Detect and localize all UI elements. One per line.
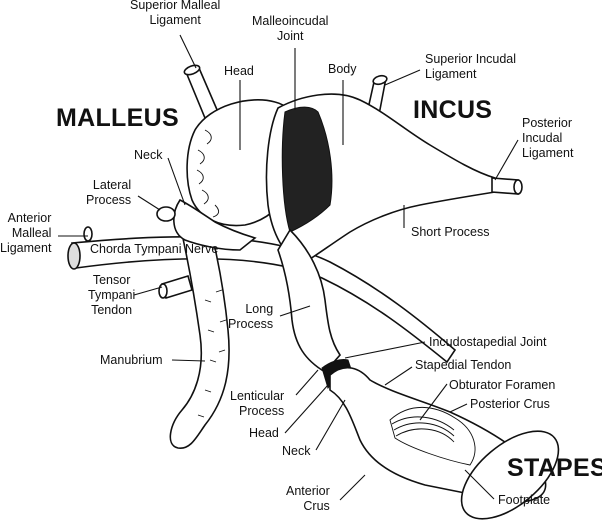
label-line: Tendon <box>91 303 133 317</box>
label-line: Joint <box>277 29 304 43</box>
label-superior-incudal-ligament: Superior Incudal Ligament <box>425 52 516 82</box>
label-line: Ligament <box>149 13 201 27</box>
label-footplate: Footplate <box>498 493 551 507</box>
label-stapedial-tendon: Stapedial Tendon <box>415 358 512 372</box>
label-obturator-foramen: Obturator Foramen <box>449 378 556 392</box>
incus-title: INCUS <box>413 96 493 124</box>
label-short-process: Short Process <box>411 225 490 239</box>
label-line: Process <box>228 317 274 331</box>
label-malleoincudal-joint: Malleoincudal Joint <box>252 14 328 44</box>
label-malleus-neck: Neck <box>134 148 163 162</box>
label-anterior-malleal-ligament: Anterior Malleal Ligament <box>0 211 51 256</box>
label-line: Process <box>86 193 132 207</box>
label-incudostapedial-joint: Incudostapedial Joint <box>429 335 547 349</box>
label-anterior-crus: Anterior Crus <box>286 484 330 514</box>
label-line: Long <box>245 302 274 316</box>
label-line: Superior Incudal <box>425 52 517 66</box>
label-line: Superior Malleal <box>130 0 221 12</box>
label-manubrium: Manubrium <box>100 353 163 367</box>
label-stapes-neck: Neck <box>282 444 311 458</box>
label-line: Lateral <box>92 178 132 192</box>
label-lenticular-process: Lenticular Process <box>230 389 284 419</box>
label-superior-malleal-ligament: Superior Malleal Ligament <box>130 0 220 28</box>
label-posterior-crus: Posterior Crus <box>470 397 550 411</box>
label-line: Incudal <box>522 131 563 145</box>
label-malleus-head: Head <box>224 64 254 78</box>
label-chorda-tympani-nerve: Chorda Tympani Nerve <box>90 242 219 256</box>
label-line: Lenticular <box>230 389 285 403</box>
label-line: Anterior <box>286 484 330 498</box>
leader-lines <box>58 34 519 501</box>
label-line: Ligament <box>522 146 574 160</box>
stapes-drawing <box>329 366 560 520</box>
label-line: Anterior <box>7 211 52 225</box>
label-line: Crus <box>303 499 330 513</box>
label-lateral-process: Lateral Process <box>86 178 131 208</box>
stapes-title: STAPES <box>507 454 602 482</box>
label-line: Ligament <box>425 67 477 81</box>
label-line: Tensor <box>92 273 131 287</box>
label-tensor-tympani-tendon: Tensor Tympani Tendon <box>88 273 135 318</box>
malleus-title: MALLEUS <box>56 104 179 132</box>
label-long-process: Long Process <box>228 302 273 332</box>
label-line: Tympani <box>88 288 136 302</box>
label-incus-body: Body <box>328 62 357 76</box>
label-line: Ligament <box>0 241 52 255</box>
label-line: Process <box>239 404 285 418</box>
label-stapes-head: Head <box>249 426 279 440</box>
label-line: Posterior <box>522 116 573 130</box>
label-line: Malleoincudal <box>252 14 329 28</box>
label-line: Malleal <box>11 226 52 240</box>
label-posterior-incudal-ligament: Posterior Incudal Ligament <box>522 116 573 161</box>
